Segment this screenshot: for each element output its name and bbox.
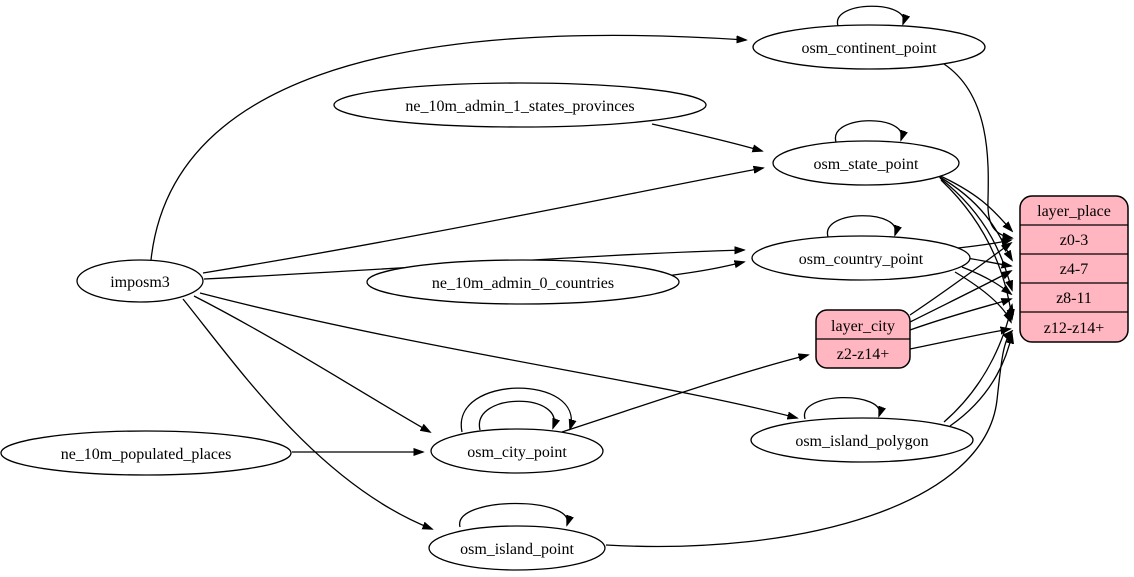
osm_state_point-shape <box>772 140 960 186</box>
edge-osm_island_point-layer_place-z12-z14 <box>605 331 1012 548</box>
layer_place-shape <box>1019 195 1129 343</box>
node-layer_place: layer_place z0-3 z4-7 z8-11 z12-z14+ <box>1019 195 1129 343</box>
imposm3-shape <box>76 259 204 303</box>
edge-osm_island_polygon-layer_place-z8-11 <box>943 305 1012 423</box>
selfloop-osm_continent_point <box>837 5 903 27</box>
layer_city-header: layer_city <box>831 318 895 335</box>
ne_10m_populated_places-shape <box>0 430 292 476</box>
osm_island_point-shape <box>428 525 606 571</box>
osm_state_point-label: osm_state_point <box>814 156 919 173</box>
node-osm_city_point: osm_city_point <box>430 428 604 474</box>
edge-osm_country_point-layer_place-z4-7 <box>966 257 1011 266</box>
layer_place-row-z0-3: z0-3 <box>1060 232 1088 249</box>
selfloop-osm_island_polygon <box>804 397 880 420</box>
node-imposm3: imposm3 <box>76 259 204 303</box>
edge-osm_city_point-layer_city-z2-z14 <box>561 355 808 433</box>
edge-osm_country_point-layer_place-z0-3 <box>957 240 1011 249</box>
node-ne_10m_populated_places: ne_10m_populated_places <box>0 430 292 476</box>
edge-ne_10m_admin_1_states_provinces-osm_state_point <box>651 123 762 151</box>
layer_city-row-z2-z14: z2-z14+ <box>837 346 890 363</box>
osm_country_point-shape <box>751 235 971 281</box>
osm_continent_point-label: osm_continent_point <box>801 40 937 57</box>
osm_city_point-label: osm_city_point <box>467 444 567 461</box>
osm_island_polygon-label: osm_island_polygon <box>795 433 928 450</box>
selfloop-osm_city_point-outer <box>460 387 571 433</box>
edge-osm_state_point-layer_place-z0-3 <box>935 173 1012 231</box>
layer_place-row-z8-11: z8-11 <box>1056 290 1092 307</box>
layer_place-header: layer_place <box>1037 203 1111 220</box>
edge-ne_10m_admin_0_countries-osm_country_point <box>665 262 744 277</box>
edge-osm_state_point-layer_place-z4-7 <box>937 175 1012 260</box>
node-ne_10m_admin_0_countries: ne_10m_admin_0_countries <box>366 259 680 305</box>
selfloop-osm_city_point-inner <box>478 400 554 431</box>
osm_island_point-label: osm_island_point <box>460 541 574 558</box>
edge-imposm3-osm_island_polygon <box>199 292 797 418</box>
edge-imposm3-osm_state_point <box>202 168 763 274</box>
edge-layer_city-layer_place-z0-3 <box>909 243 1011 316</box>
selfloop-osm_island_point <box>459 502 568 528</box>
ne_10m_admin_0_countries-shape <box>366 259 680 305</box>
node-layer_city: layer_city z2-z14+ <box>815 309 911 369</box>
edge-layer <box>150 5 1012 548</box>
layer_place-row-z4-7: z4-7 <box>1060 261 1088 278</box>
selfloop-osm_country_point <box>827 215 895 238</box>
edge-imposm3-osm_city_point <box>193 295 430 432</box>
node-osm_state_point: osm_state_point <box>772 140 960 186</box>
node-osm_continent_point: osm_continent_point <box>752 24 986 70</box>
ne_10m_populated_places-label: ne_10m_populated_places <box>61 446 232 463</box>
ne_10m_admin_1_states_provinces-label: ne_10m_admin_1_states_provinces <box>405 98 634 115</box>
node-osm_island_point: osm_island_point <box>428 525 606 571</box>
osm_island_polygon-shape <box>750 417 974 463</box>
ne_10m_admin_0_countries-label: ne_10m_admin_0_countries <box>432 275 614 292</box>
layer_place-row-z12-z14: z12-z14+ <box>1044 320 1105 337</box>
edge-osm_continent_point-layer_place-z0-3 <box>943 63 1012 238</box>
osm_country_point-label: osm_country_point <box>799 251 924 268</box>
edge-layer_city-layer_place-z8-11 <box>909 299 1011 331</box>
edge-osm_country_point-layer_place-z12-z14 <box>954 271 1011 322</box>
edge-osm_country_point-layer_place-z8-11 <box>961 266 1011 294</box>
osm_continent_point-shape <box>752 24 986 70</box>
edge-layer_city-layer_place-z12-z14 <box>909 329 1010 350</box>
node-osm_island_polygon: osm_island_polygon <box>750 417 974 463</box>
ne_10m_admin_1_states_provinces-shape <box>333 82 707 128</box>
osm_city_point-shape <box>430 428 604 474</box>
node-ne_10m_admin_1_states_provinces: ne_10m_admin_1_states_provinces <box>333 82 707 128</box>
edge-imposm3-osm_continent_point <box>150 34 746 261</box>
imposm3-label: imposm3 <box>110 274 170 291</box>
edge-layer_city-layer_place-z4-7 <box>909 271 1011 323</box>
edge-imposm3-osm_island_point <box>182 298 432 529</box>
node-osm_country_point: osm_country_point <box>751 235 971 281</box>
selfloop-osm_state_point <box>835 120 901 143</box>
